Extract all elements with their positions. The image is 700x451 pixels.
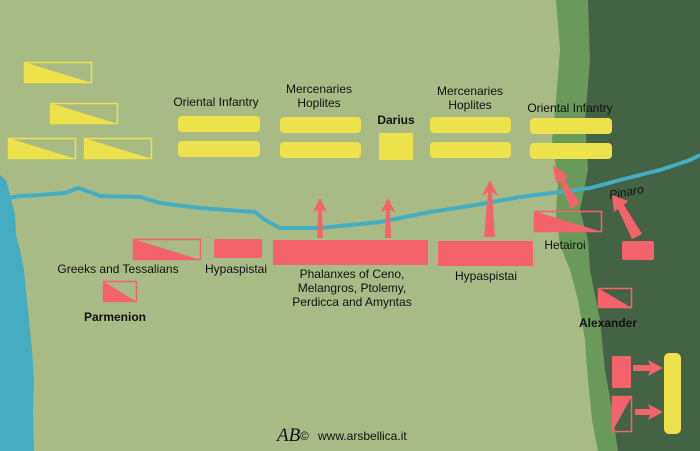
persian-cavalry-unit (49, 102, 119, 125)
hypaspistai-right-label: Hypaspistai (455, 269, 517, 283)
hetairoi-label: Hetairoi (544, 238, 585, 252)
persian-army (7, 61, 681, 434)
mercenaries-left-unit (280, 142, 361, 158)
arrow-diagonal-icon (612, 195, 642, 239)
arrow-right-icon (633, 360, 663, 376)
hypaspistai-left-label: Hypaspistai (205, 262, 267, 276)
macedonian-army (102, 165, 663, 433)
mercenaries-left-unit (280, 117, 361, 133)
river-label: Pinaro (608, 182, 645, 202)
mercenaries-left-label: Mercenaries (286, 82, 352, 96)
alexander-unit (597, 287, 633, 309)
phalanx-label: Phalanxes of Ceno, (300, 267, 405, 281)
oriental-infantry-right-unit (530, 118, 612, 134)
river-pinaro (0, 153, 700, 230)
persian-cavalry-unit (83, 137, 153, 160)
arsbellica-logo: AB (275, 425, 301, 446)
persian-cavalry-unit (23, 61, 93, 84)
phalanx-label: Melangros, Ptolemy, (298, 281, 407, 295)
mercenaries-right-unit (430, 117, 511, 133)
parmenion-unit (102, 280, 138, 303)
persian-cavalry-unit (7, 137, 77, 160)
hypaspistai-right-unit (438, 241, 533, 266)
oriental-infantry-right-unit (530, 143, 612, 159)
copyright-symbol: © (300, 429, 309, 443)
mercenaries-right-unit (430, 142, 511, 158)
darius-unit (379, 133, 413, 160)
greeks-label: Greeks and Tessalians (57, 262, 178, 276)
cavalry-unit (622, 241, 654, 260)
mercenaries-right-label: Hoplites (448, 98, 491, 112)
oriental-infantry-left-unit (178, 116, 260, 132)
arrow-up-icon (313, 198, 327, 238)
flank-guard-unit (612, 356, 631, 388)
greeks-tessalians-unit (132, 238, 202, 261)
arrow-up-icon (482, 180, 498, 237)
phalanx-unit (273, 240, 428, 265)
phalanx-label: Perdicca and Amyntas (292, 295, 411, 309)
oriental-infantry-left-label: Oriental Infantry (173, 95, 258, 109)
alexander-label: Alexander (579, 316, 637, 330)
darius-label: Darius (377, 113, 415, 127)
website-link[interactable]: www.arsbellica.it (317, 429, 407, 443)
mercenaries-right-label: Mercenaries (437, 84, 503, 98)
arrow-up-icon (381, 198, 395, 238)
parmenion-label: Parmenion (84, 310, 146, 324)
sea (0, 175, 34, 451)
arrow-diagonal-icon (553, 165, 580, 209)
flank-guard-unit (611, 395, 633, 433)
arrow-right-icon (635, 404, 663, 420)
persian-flank-unit (664, 353, 681, 434)
oriental-infantry-right-label: Oriental Infantry (527, 101, 612, 115)
mountains-terrain (580, 0, 700, 451)
oriental-infantry-left-unit (178, 141, 260, 157)
hypaspistai-left-unit (214, 239, 262, 258)
hetairoi-unit (533, 210, 603, 233)
mercenaries-left-label: Hoplites (297, 96, 340, 110)
